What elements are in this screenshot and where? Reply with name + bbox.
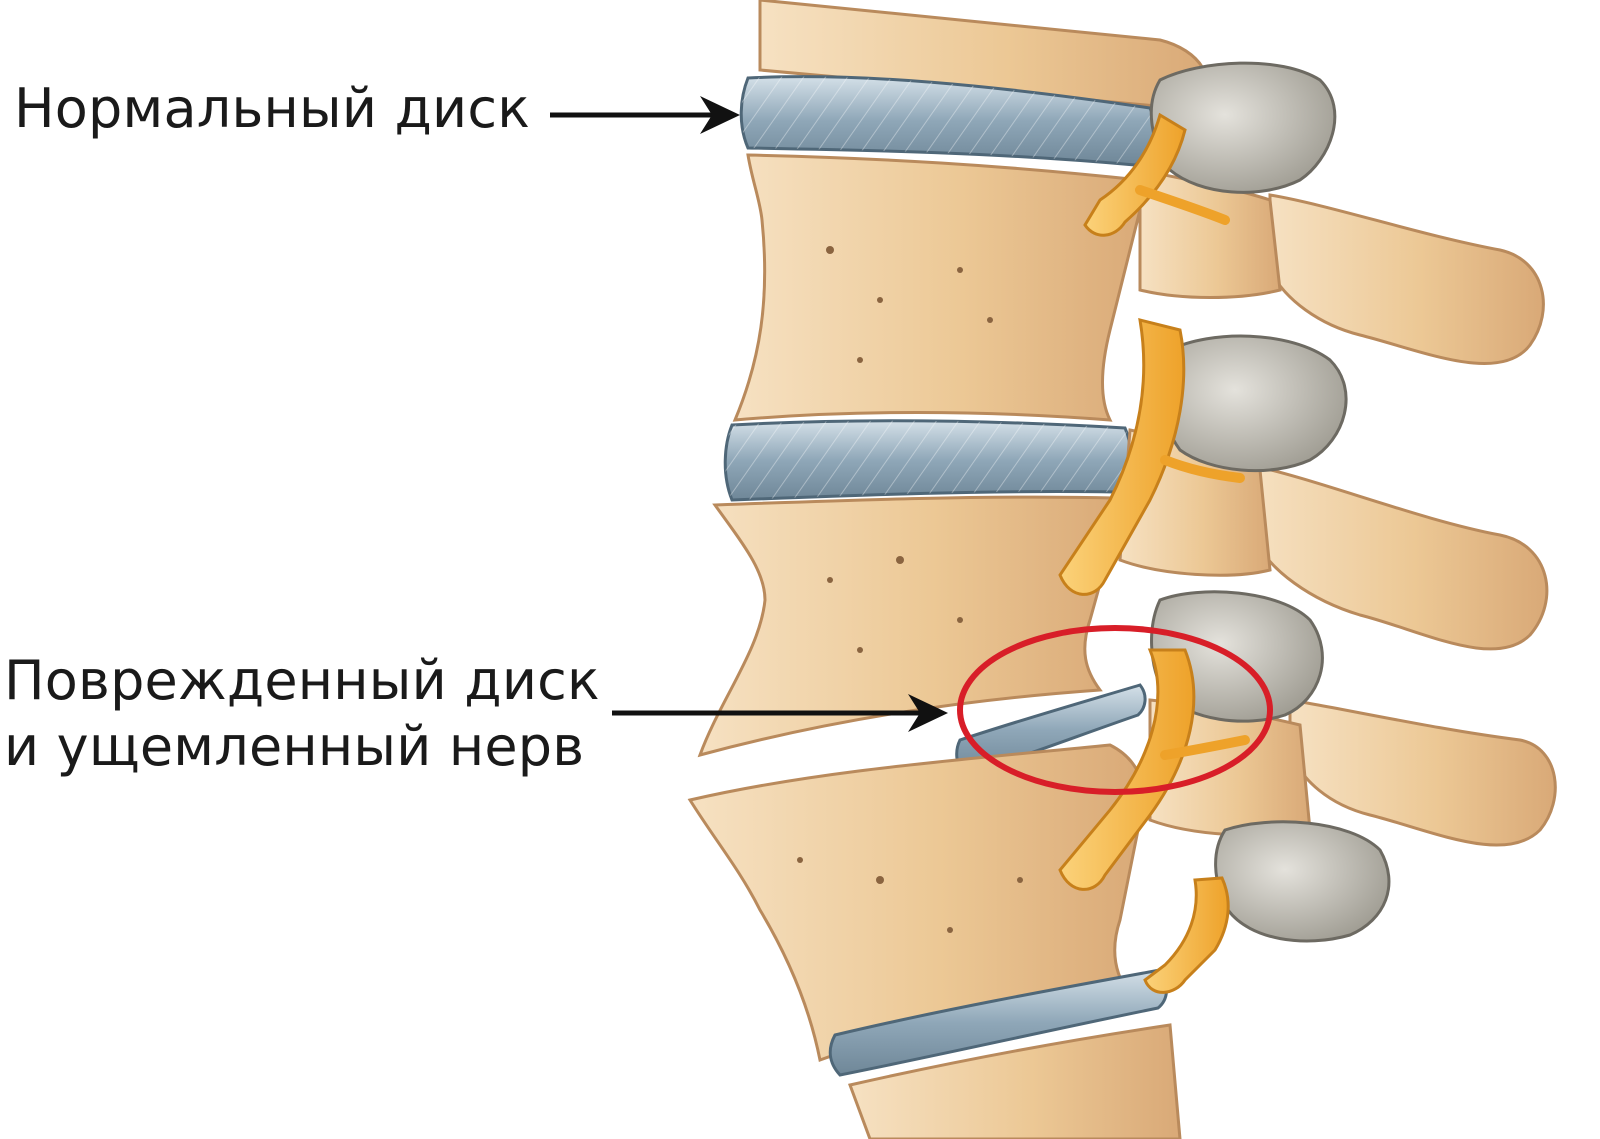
bottom-disc <box>828 968 1168 1077</box>
damaged-disc-label-line2: и ущемленный нерв <box>4 715 585 778</box>
damaged-disc-label: Поврежденный диск и ущемленный нерв <box>4 648 600 780</box>
vertebra-body-3 <box>697 495 1124 758</box>
arrow-right-icon <box>612 694 948 732</box>
nerve-roots <box>1058 112 1250 994</box>
transverse-processes <box>1248 193 1557 847</box>
vertebra-body-2 <box>732 153 1149 422</box>
middle-disc <box>723 419 1132 502</box>
normal-disc-label-text: Нормальный диск <box>14 77 531 140</box>
vertebra-bottom <box>847 1023 1182 1139</box>
arrow-right-icon <box>550 96 740 134</box>
highlight-circle-icon <box>957 625 1273 795</box>
normal-disc-label: Нормальный диск <box>14 76 530 142</box>
damaged-disc-label-line1: Поврежденный диск <box>4 649 600 712</box>
facet-joints <box>1149 61 1391 943</box>
